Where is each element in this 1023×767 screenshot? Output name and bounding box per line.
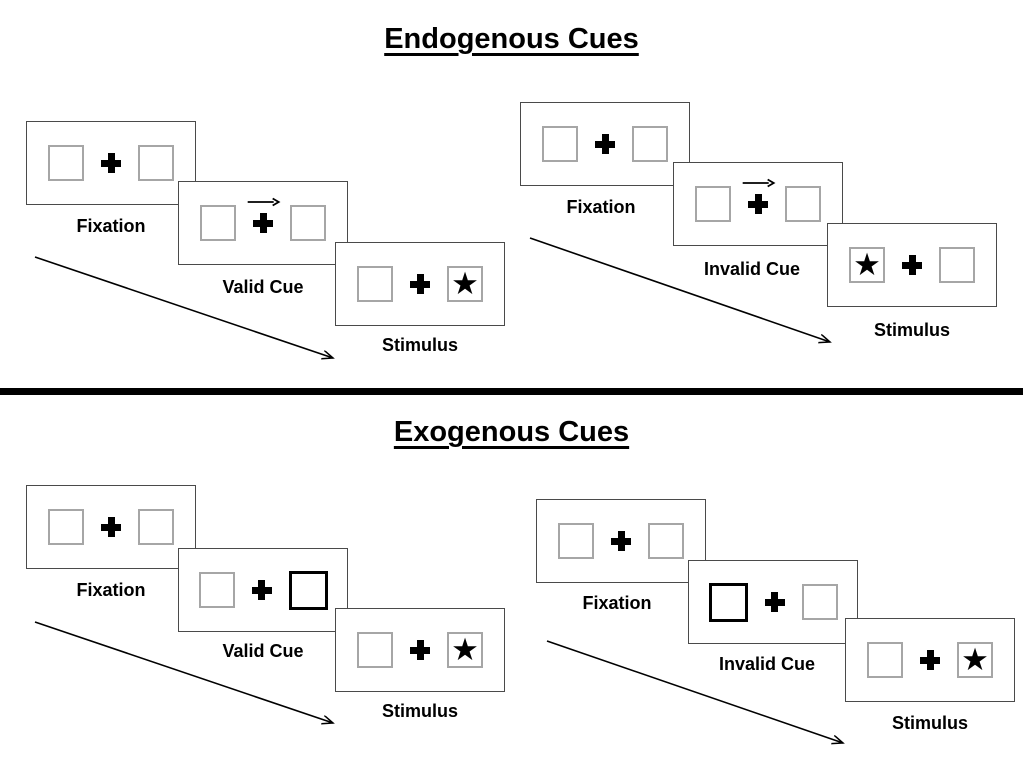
stimulus-label: Stimulus [873, 320, 950, 340]
star-icon: ★ [961, 641, 989, 677]
left-box [357, 266, 393, 302]
right-box [648, 523, 684, 559]
left-box [198, 572, 235, 608]
fixation-cross-icon [410, 274, 430, 294]
section-divider [0, 388, 1023, 395]
star-icon: ★ [451, 631, 479, 667]
star-icon: ★ [451, 265, 479, 301]
right-box-with-target: ★ [957, 642, 993, 678]
sequence-arrow [529, 237, 838, 348]
central-cue [742, 178, 776, 214]
right-box-highlighted [288, 570, 328, 610]
right-box [138, 145, 174, 181]
left-box [48, 145, 84, 181]
star-icon: ★ [853, 246, 881, 282]
right-arrow-icon [247, 197, 281, 207]
endogenous-invalid-fixation-panel [520, 102, 690, 186]
endogenous-title: Endogenous Cues [384, 23, 639, 55]
endogenous-valid-fixation-panel [26, 121, 196, 205]
left-box [867, 642, 903, 678]
exogenous-invalid-cue-panel [688, 560, 858, 644]
stimulus-label: Stimulus [891, 713, 968, 733]
left-box [357, 632, 393, 668]
exogenous-valid-cue-panel [178, 548, 348, 632]
right-box [939, 247, 975, 283]
stimulus-label: Stimulus [381, 701, 458, 721]
right-box [290, 205, 326, 241]
fixation-cross-icon [253, 213, 273, 233]
left-box [695, 186, 731, 222]
left-box [200, 205, 236, 241]
sequence-arrow [34, 256, 342, 366]
right-box [632, 126, 668, 162]
endogenous-valid-stimulus-panel: ★ [335, 242, 505, 326]
cue-label: Invalid Cue [718, 654, 816, 674]
fixation-cross-icon [101, 517, 121, 537]
exogenous-invalid-stimulus-panel: ★ [845, 618, 1015, 702]
fixation-label: Fixation [582, 593, 652, 613]
fixation-cross-icon [251, 580, 272, 600]
right-box [138, 509, 174, 545]
right-box-with-target: ★ [447, 632, 483, 668]
left-box-with-target: ★ [849, 247, 885, 283]
fixation-cross-icon [410, 640, 430, 660]
cue-label: Invalid Cue [703, 259, 801, 279]
left-box [542, 126, 578, 162]
sequence-arrow [546, 640, 852, 750]
central-cue [247, 197, 281, 233]
exogenous-valid-stimulus-panel: ★ [335, 608, 505, 692]
exogenous-valid-fixation-panel [26, 485, 196, 569]
exogenous-invalid-fixation-panel [536, 499, 706, 583]
fixation-label: Fixation [76, 216, 146, 236]
endogenous-invalid-stimulus-panel: ★ [827, 223, 997, 307]
stimulus-label: Stimulus [381, 335, 458, 355]
endogenous-invalid-cue-panel [673, 162, 843, 246]
left-box [48, 509, 84, 545]
cue-label: Valid Cue [222, 641, 304, 661]
endogenous-valid-cue-panel [178, 181, 348, 265]
fixation-cross-icon [101, 153, 121, 173]
fixation-cross-icon [902, 255, 922, 275]
right-box [801, 584, 838, 620]
sequence-arrow [34, 621, 342, 731]
left-box-highlighted [708, 582, 748, 622]
fixation-label: Fixation [566, 197, 636, 217]
fixation-cross-icon [748, 194, 768, 214]
fixation-cross-icon [611, 531, 631, 551]
right-box-with-target: ★ [447, 266, 483, 302]
fixation-cross-icon [920, 650, 940, 670]
left-box [558, 523, 594, 559]
fixation-cross-icon [764, 592, 785, 612]
fixation-cross-icon [595, 134, 615, 154]
right-box [785, 186, 821, 222]
fixation-label: Fixation [76, 580, 146, 600]
cue-label: Valid Cue [222, 277, 304, 297]
exogenous-title: Exogenous Cues [393, 416, 630, 448]
right-arrow-icon [742, 178, 776, 188]
